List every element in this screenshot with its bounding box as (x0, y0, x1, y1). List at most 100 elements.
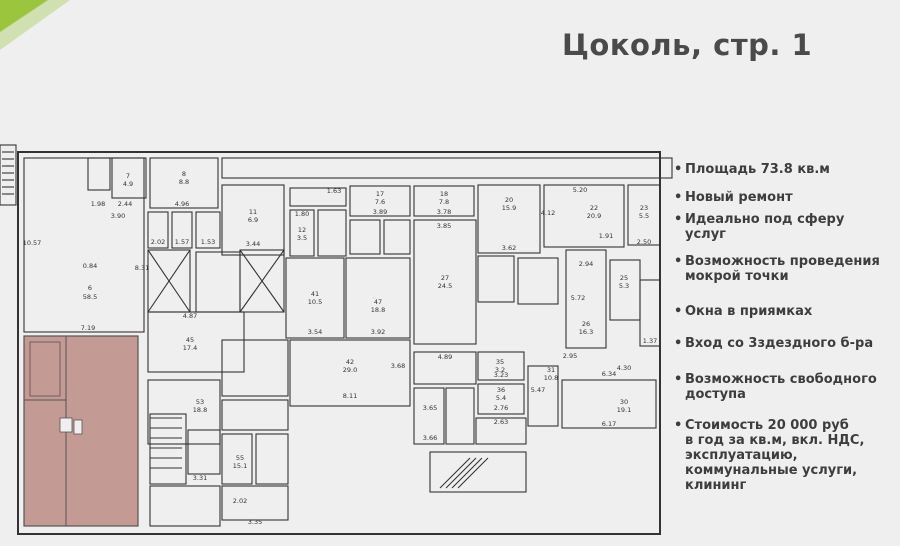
bullet: • (674, 304, 683, 319)
feature-item: •Вход со 3здездного б-ра (674, 336, 900, 351)
feature-item: •Площадь 73.8 кв.м (674, 162, 900, 177)
bullet: • (674, 418, 683, 433)
left-stair (0, 144, 17, 206)
feature-text: Возможность проведения мокрой точки (685, 254, 880, 284)
room-label: 17 (376, 190, 384, 198)
room-label: 1.37 (643, 337, 657, 345)
room-label: 10.57 (23, 239, 42, 247)
room-label: 0.84 (83, 262, 97, 270)
room-label: 1.80 (295, 210, 309, 218)
room-label: 6.17 (602, 420, 616, 428)
room-label: 4.9 (123, 180, 133, 188)
feature-item: •Возможность проведения мокрой точки (674, 254, 900, 284)
room-label: 5.3 (619, 282, 629, 290)
room-label: 41 (311, 290, 319, 298)
room-label: 2.95 (563, 352, 577, 360)
room-label: 42 (346, 358, 354, 366)
room-label: 10.8 (544, 374, 558, 382)
room-label: 8.8 (179, 178, 189, 186)
room-label: 25 (620, 274, 628, 282)
room-labels: 6 58.5 0.84 7 4.9 8 8.8 11 6.9 12 3.5 17… (23, 170, 658, 526)
room-label: 55 (236, 454, 244, 462)
room-label: 5.47 (531, 386, 545, 394)
room-label: 4.30 (617, 364, 631, 372)
room-label: 1.98 (91, 200, 105, 208)
room-label: 5.4 (496, 394, 506, 402)
room-label: 3.68 (391, 362, 405, 370)
room-label: 22 (590, 204, 598, 212)
room-label: 20.9 (587, 212, 601, 220)
floor-plan: 6 58.5 0.84 7 4.9 8 8.8 11 6.9 12 3.5 17… (0, 144, 673, 535)
feature-item: •Окна в приямках (674, 304, 900, 319)
room-label: 2.76 (494, 404, 508, 412)
room-label: 26 (582, 320, 590, 328)
room-label: 1.57 (175, 238, 189, 246)
feature-text: Окна в приямках (685, 304, 813, 319)
room-label: 30 (620, 398, 628, 406)
room-label: 7.19 (81, 324, 95, 332)
room-label: 3.23 (494, 371, 508, 379)
room-label: 58.5 (83, 293, 97, 301)
room-label: 1.91 (599, 232, 613, 240)
page-title: Цоколь, стр. 1 (562, 28, 813, 62)
room-label: 18 (440, 190, 448, 198)
feature-text: Идеально под сферу услуг (685, 212, 845, 242)
room-label: 19.1 (617, 406, 631, 414)
room-label: 6.9 (248, 216, 258, 224)
feature-item: •Возможность свободного доступа (674, 372, 900, 402)
room-label: 3.92 (371, 328, 385, 336)
room-label: 24.5 (438, 282, 452, 290)
feature-text: Площадь 73.8 кв.м (685, 162, 830, 177)
room-label: 3.31 (193, 474, 207, 482)
room-label: 2.63 (494, 418, 508, 426)
room-label: 47 (374, 298, 382, 306)
room-label: 31 (547, 366, 555, 374)
room-label: 3.2 (495, 366, 505, 374)
plan-walls (0, 144, 673, 535)
room-label: 7.6 (375, 198, 385, 206)
room-label: 3.85 (437, 222, 451, 230)
feature-item: •Новый ремонт (674, 190, 900, 205)
room-label: 7 (126, 172, 130, 180)
room-label: 12 (298, 226, 306, 234)
room-label: 3.90 (111, 212, 125, 220)
room-label: 3.65 (423, 404, 437, 412)
room-label: 4.12 (541, 209, 555, 217)
feature-item: •Стоимость 20 000 руб в год за кв.м, вкл… (674, 418, 900, 493)
room-6 (23, 157, 145, 333)
bullet: • (674, 336, 683, 351)
feature-text: Стоимость 20 000 руб в год за кв.м, вкл.… (685, 418, 865, 493)
room-label: 6 (88, 284, 92, 292)
bullet: • (674, 254, 683, 269)
room-label: 8 (182, 170, 186, 178)
corner-decoration (0, 0, 70, 50)
room-label: 23 (640, 204, 648, 212)
room-label: 15.1 (233, 462, 247, 470)
feature-text: Возможность свободного доступа (685, 372, 877, 402)
room-label: 15.9 (502, 204, 516, 212)
room-label: 11 (249, 208, 257, 216)
room-label: 3.78 (437, 208, 451, 216)
room-label: 3.89 (373, 208, 387, 216)
room-label: 3.54 (308, 328, 322, 336)
room-label: 2.44 (118, 200, 132, 208)
room-label: 7.8 (439, 198, 449, 206)
room-label: 4.89 (438, 353, 452, 361)
room-label: 3.5 (297, 234, 307, 242)
highlighted-area (23, 335, 139, 527)
feature-item: •Идеально под сферу услуг (674, 212, 900, 242)
room-label: 2.02 (151, 238, 165, 246)
room-label: 45 (186, 336, 194, 344)
bullet: • (674, 190, 683, 205)
room-label: 5.20 (573, 186, 587, 194)
room-label: 6.34 (602, 370, 616, 378)
room-label: 35 (496, 358, 504, 366)
feature-text: Вход со 3здездного б-ра (685, 336, 874, 351)
room-label: 27 (441, 274, 449, 282)
room-label: 3.35 (248, 518, 262, 526)
room-label: 4.96 (175, 200, 189, 208)
room-label: 8.31 (135, 264, 149, 272)
room-label: 16.3 (579, 328, 593, 336)
room-label: 2.02 (233, 497, 247, 505)
room-label: 2.50 (637, 238, 651, 246)
